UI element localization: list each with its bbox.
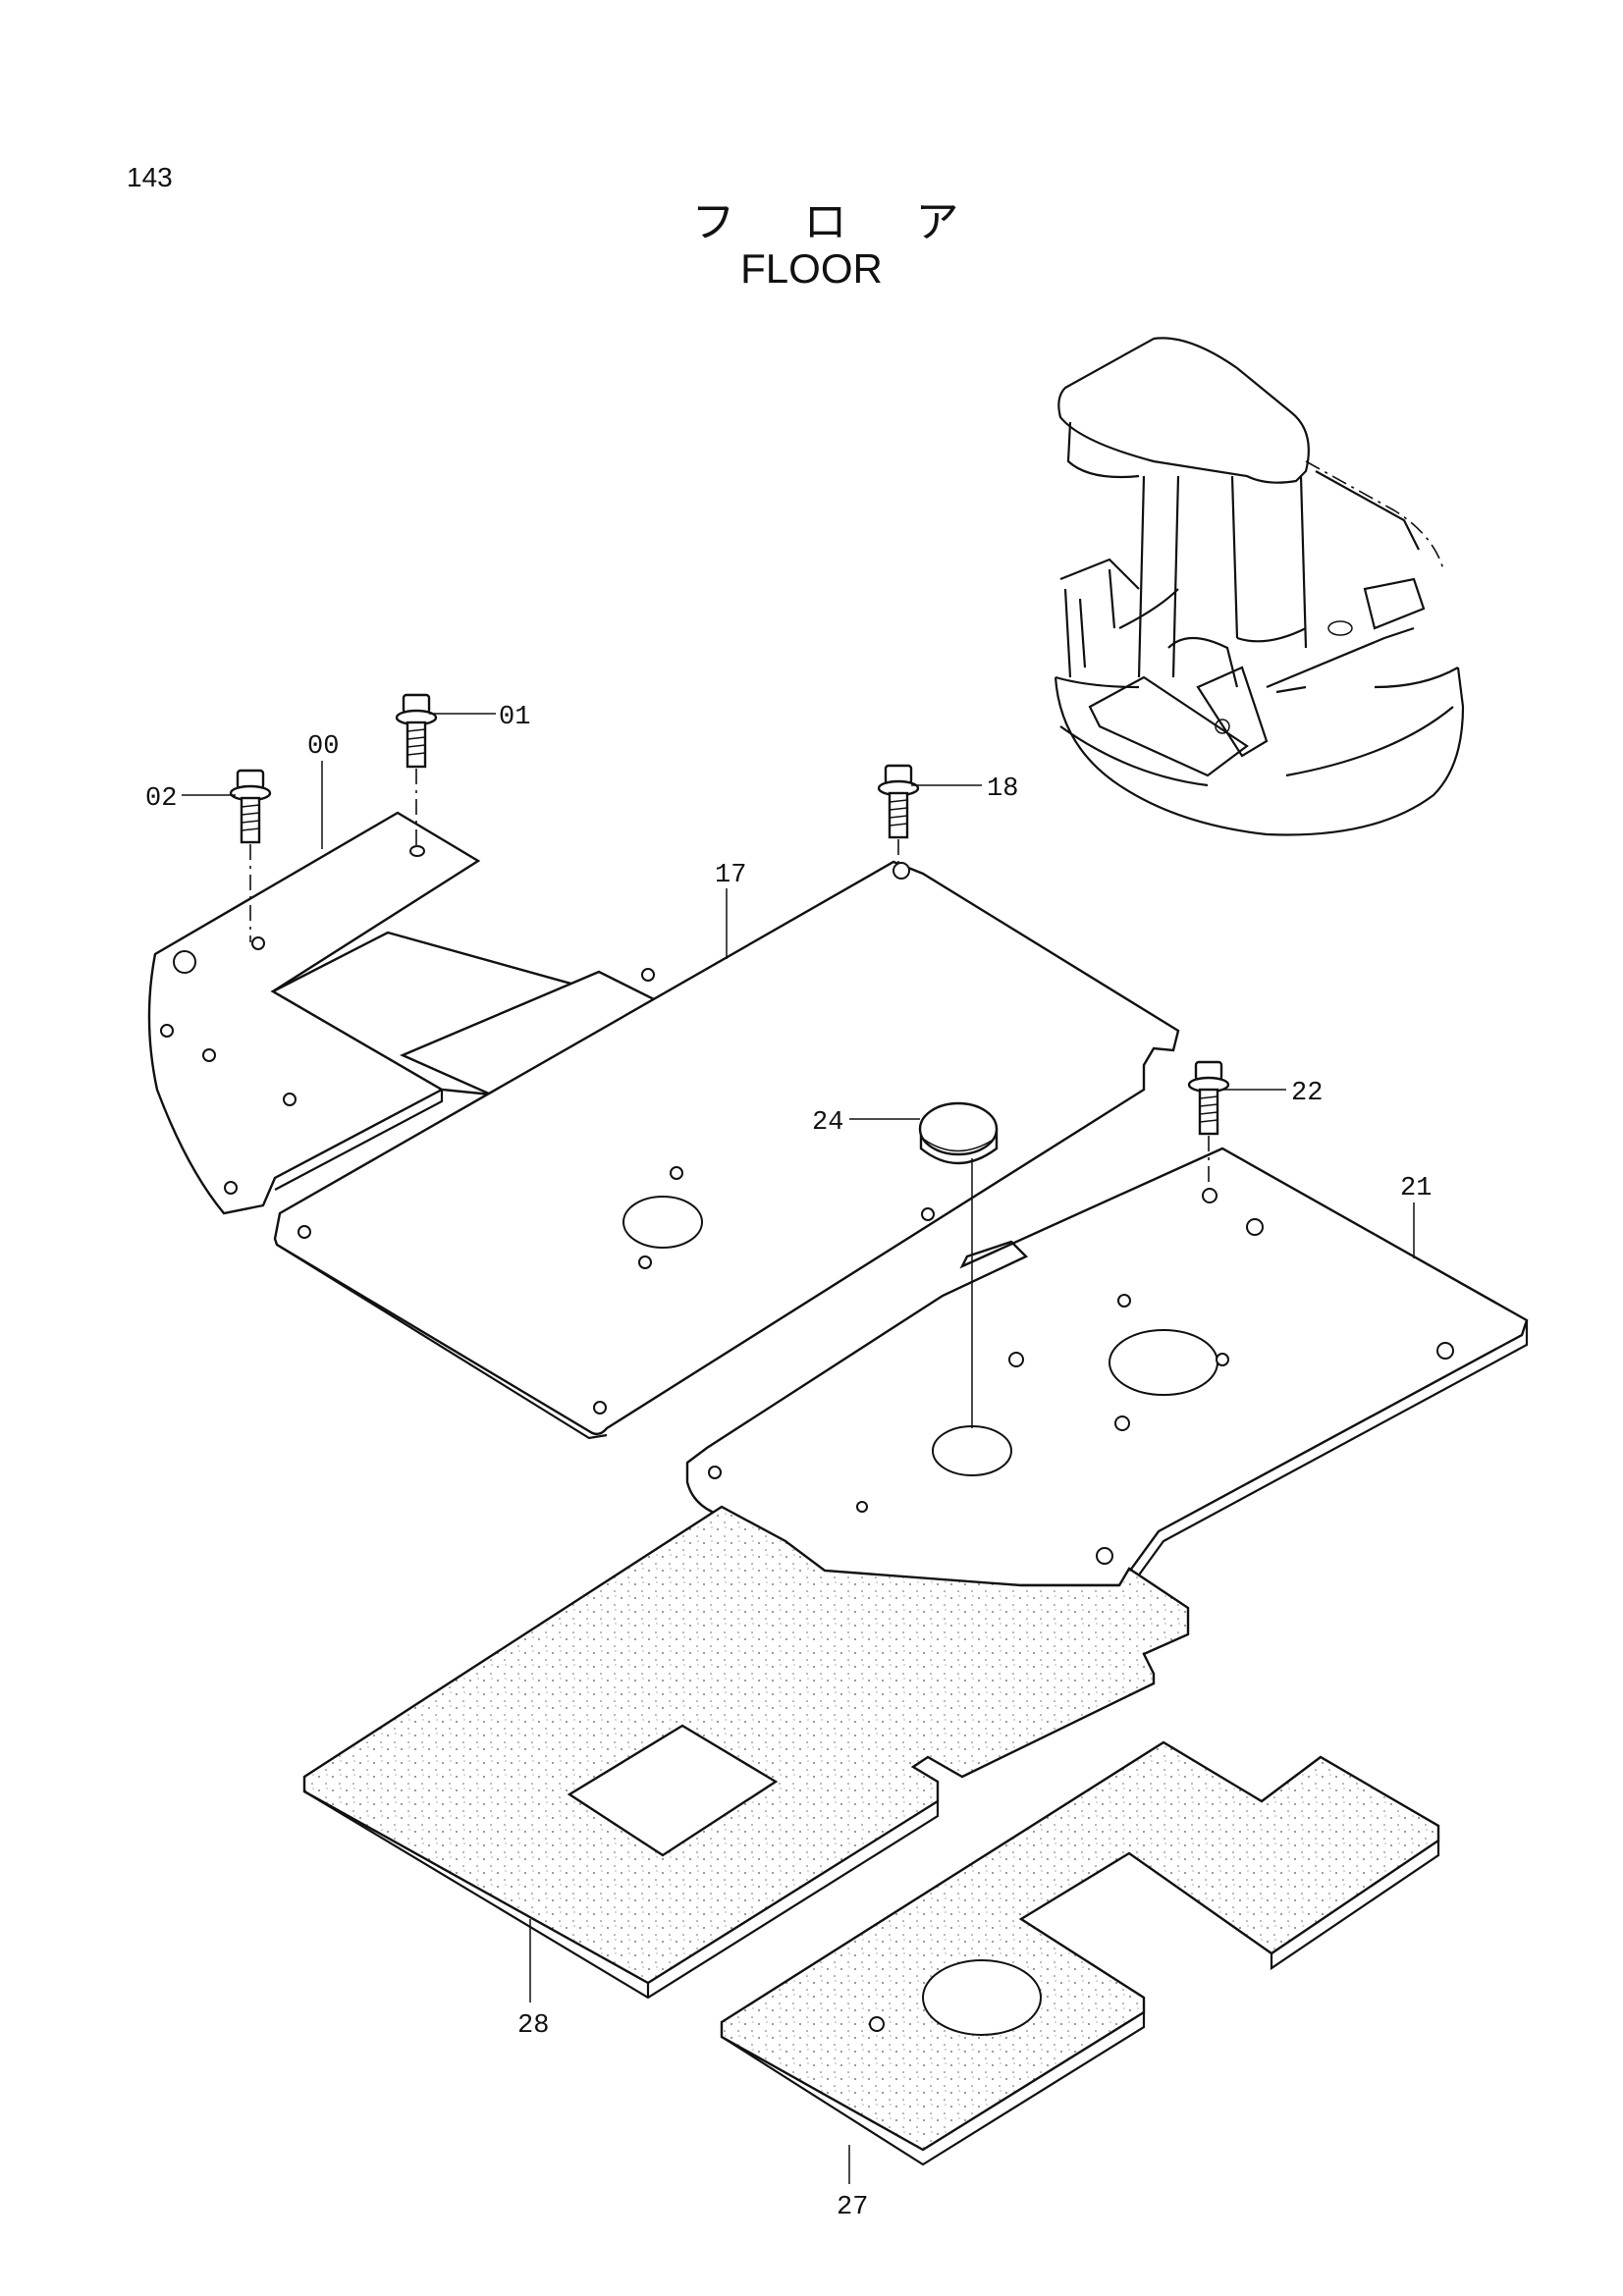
machine-overview-inset <box>1054 337 1465 836</box>
leader-lines <box>182 713 1415 2184</box>
part-22-bolt <box>1187 1060 1230 1190</box>
part-28-floor-mat <box>302 1505 1190 2000</box>
page-title-japanese: フ ロ ア <box>691 197 987 247</box>
part-01-bolt <box>395 693 438 846</box>
part-27-floor-mat <box>720 1740 1440 2166</box>
callout-27: 27 <box>837 2193 868 2222</box>
callout-18: 18 <box>987 774 1018 804</box>
part-24-grommet <box>918 1101 999 1165</box>
page-title: FLOOR <box>740 245 883 292</box>
callout-22: 22 <box>1291 1079 1323 1108</box>
callout-21: 21 <box>1400 1174 1432 1203</box>
page-number: 143 <box>127 162 173 192</box>
callout-02: 02 <box>145 784 177 814</box>
part-17-center-plate <box>273 860 1180 1440</box>
callout-01: 01 <box>499 703 530 732</box>
part-02-bolt <box>229 769 272 942</box>
part-18-bolt <box>877 764 920 864</box>
callout-28: 28 <box>517 2011 549 2041</box>
callout-00: 00 <box>307 732 339 762</box>
part-00-left-plate <box>147 811 481 1215</box>
callout-24: 24 <box>812 1108 843 1138</box>
callout-17: 17 <box>715 861 746 890</box>
